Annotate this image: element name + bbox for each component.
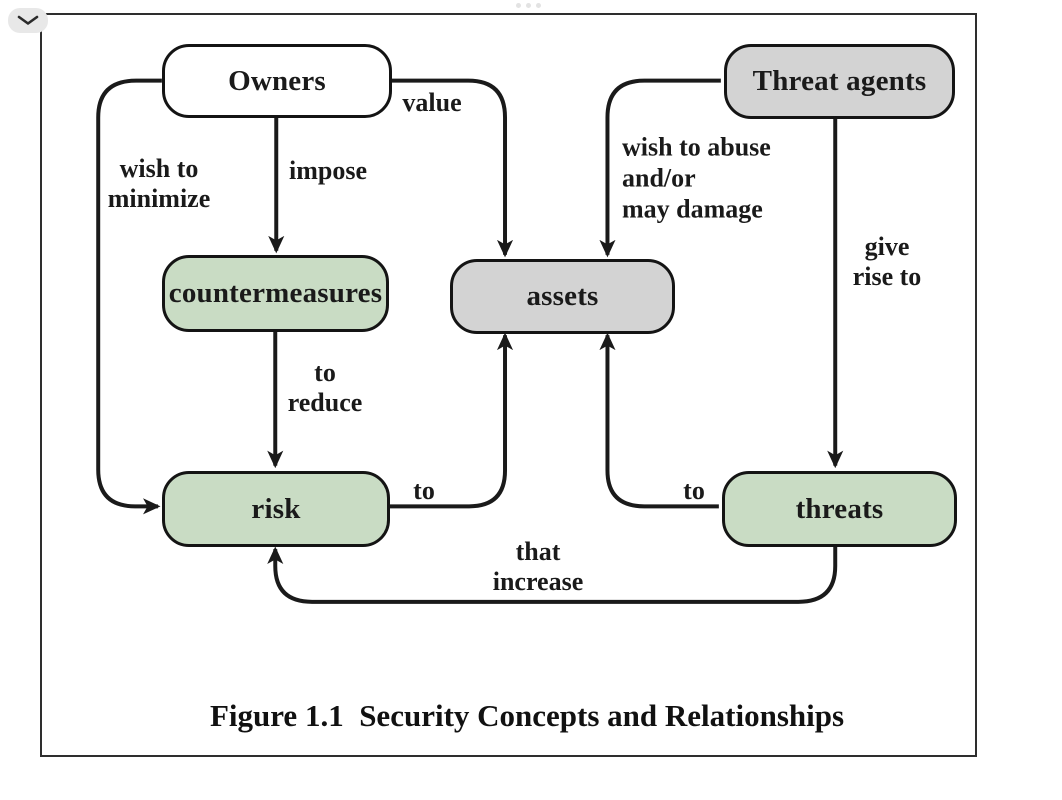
figure-panel: Owners Threat agents countermeasures ass… bbox=[40, 13, 977, 757]
edge-label-impose-line: impose bbox=[289, 156, 367, 185]
edge-threats-that-increase-risk bbox=[267, 544, 838, 604]
edge-label-value-line: value bbox=[402, 88, 462, 117]
edge-threats-to-assets bbox=[599, 332, 719, 509]
edge-label-wish-to-minimize: wish to minimize bbox=[108, 154, 211, 214]
edge-arrows-layer bbox=[96, 78, 844, 604]
edge-label-wish-to-abuse: wish to abuse and/or may damage bbox=[622, 132, 771, 225]
edge-owners-wish-to-minimize-risk bbox=[96, 78, 162, 515]
edge-label-that-increase: that increase bbox=[493, 537, 584, 597]
node-threats-label: threats bbox=[795, 492, 884, 525]
edge-label-risk-to-line: to bbox=[413, 476, 435, 505]
drag-handle-icon[interactable] bbox=[516, 3, 541, 8]
node-owners-label: Owners bbox=[228, 64, 326, 97]
node-countermeasures: countermeasures bbox=[162, 255, 389, 332]
node-threat-agents: Threat agents bbox=[724, 44, 955, 119]
node-risk-label: risk bbox=[251, 492, 301, 525]
edge-label-value: value bbox=[402, 88, 461, 118]
node-countermeasures-label: countermeasures bbox=[168, 277, 383, 309]
node-threat-agents-label: Threat agents bbox=[752, 65, 927, 97]
edge-label-to-reduce: to reduce bbox=[288, 358, 363, 418]
edge-label-give-rise-to: give rise to bbox=[853, 232, 922, 292]
edge-label-give-rise-to-line2: rise to bbox=[852, 262, 922, 291]
node-threats: threats bbox=[722, 471, 957, 547]
edge-label-wish-to-abuse-line2: and/or bbox=[622, 163, 696, 193]
edge-threat-agents-abuse-assets bbox=[599, 78, 721, 258]
edge-owners-value-assets bbox=[390, 78, 514, 258]
edge-label-wish-to-minimize-line1: wish to bbox=[119, 154, 199, 183]
edge-label-that-increase-line2: increase bbox=[492, 567, 584, 596]
edge-label-that-increase-line1: that bbox=[515, 537, 561, 566]
figure-caption: Figure 1.1 Security Concepts and Relatio… bbox=[209, 698, 845, 733]
chevron-down-icon bbox=[17, 15, 39, 25]
edge-label-give-rise-to-line1: give bbox=[864, 232, 910, 261]
node-assets: assets bbox=[450, 259, 675, 334]
edge-label-threats-to-line: to bbox=[683, 476, 705, 505]
edge-label-wish-to-minimize-line2: minimize bbox=[107, 184, 211, 213]
edge-label-wish-to-abuse-line3: may damage bbox=[622, 194, 763, 224]
edge-label-risk-to: to bbox=[413, 476, 435, 506]
edge-label-wish-to-abuse-line1: wish to abuse bbox=[622, 132, 771, 162]
edge-risk-to-assets bbox=[388, 332, 514, 509]
edge-label-threats-to: to bbox=[683, 476, 705, 506]
edge-label-to-reduce-line2: reduce bbox=[287, 388, 363, 417]
edge-label-impose: impose bbox=[289, 156, 367, 186]
collapse-button[interactable] bbox=[8, 8, 48, 33]
node-assets-label: assets bbox=[526, 280, 599, 312]
node-risk: risk bbox=[162, 471, 390, 547]
edge-label-to-reduce-line1: to bbox=[314, 358, 336, 387]
node-owners: Owners bbox=[162, 44, 392, 118]
